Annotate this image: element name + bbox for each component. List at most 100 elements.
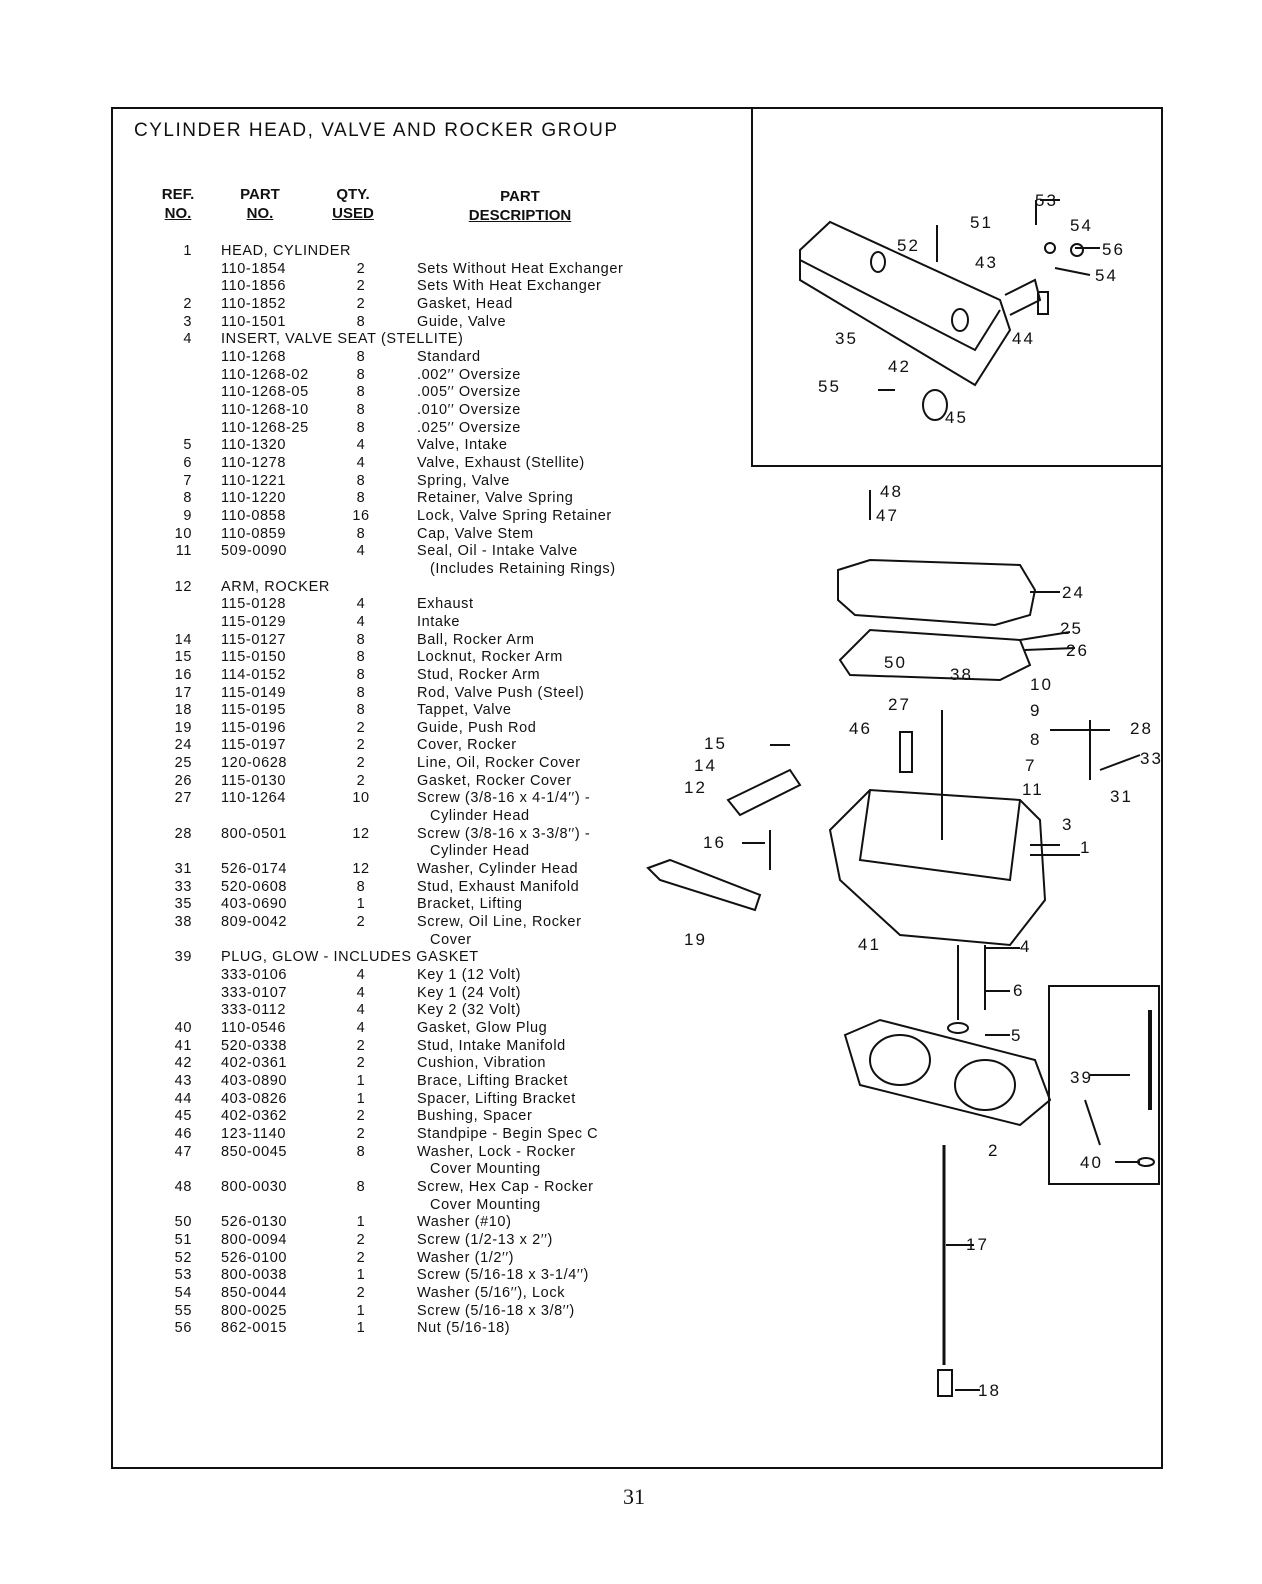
part-number: 509-0090 xyxy=(221,543,288,560)
tappet-shape xyxy=(937,1369,953,1397)
part-description: Retainer, Valve Spring xyxy=(417,490,574,507)
part-number: 110-1268-10 xyxy=(221,401,309,418)
part-number: 403-0690 xyxy=(221,896,288,913)
quantity: 4 xyxy=(356,1002,366,1019)
callout-39: 39 xyxy=(1070,1068,1093,1087)
group-heading: INSERT, VALVE SEAT (STELLITE) xyxy=(221,331,464,348)
group-heading: PLUG, GLOW - INCLUDES GASKET xyxy=(221,949,479,966)
part-number: 110-1856 xyxy=(221,278,287,295)
part-description: Cover xyxy=(430,931,472,948)
rocker-arm-shape xyxy=(726,768,802,817)
callout-51: 51 xyxy=(970,213,993,232)
callout-5: 5 xyxy=(1011,1026,1022,1045)
part-number: 110-1268-02 xyxy=(221,366,309,383)
quantity: 4 xyxy=(356,454,366,471)
part-description: .002′′ Oversize xyxy=(417,366,521,383)
quantity: 1 xyxy=(356,1090,366,1107)
quantity: 8 xyxy=(356,313,366,330)
part-description: Valve, Intake xyxy=(417,437,508,454)
part-number: 115-0130 xyxy=(221,772,287,789)
part-number: 110-1278 xyxy=(221,454,287,471)
callout-10: 10 xyxy=(1030,675,1053,694)
callout-56: 56 xyxy=(1102,240,1125,259)
part-description: Exhaust xyxy=(417,596,474,613)
quantity: 4 xyxy=(356,967,366,984)
quantity: 8 xyxy=(356,384,366,401)
part-number: 333-0106 xyxy=(221,967,288,984)
part-description: Valve, Exhaust (Stellite) xyxy=(417,454,585,471)
page-number: 31 xyxy=(623,1484,645,1509)
quantity: 1 xyxy=(356,896,366,913)
part-description: Stud, Rocker Arm xyxy=(417,666,541,683)
header-qty-line1: QTY. xyxy=(336,186,370,203)
callout-26: 26 xyxy=(1066,641,1089,660)
callout-52: 52 xyxy=(897,236,920,255)
part-number: 110-1268-25 xyxy=(221,419,309,436)
quantity: 2 xyxy=(356,772,366,789)
ref-number: 14 xyxy=(174,631,192,648)
ref-number: 44 xyxy=(174,1090,192,1107)
quantity: 2 xyxy=(356,295,366,312)
ref-number: 11 xyxy=(175,543,192,560)
part-description: Brace, Lifting Bracket xyxy=(417,1073,569,1090)
part-description: Lock, Valve Spring Retainer xyxy=(417,507,612,524)
ref-number: 52 xyxy=(174,1249,192,1266)
part-number: 862-0015 xyxy=(221,1320,288,1337)
quantity: 8 xyxy=(356,1178,366,1195)
standpipe-shape xyxy=(899,731,913,773)
part-description: Screw (3/8-16 x 4-1/4′′) - xyxy=(417,790,591,807)
part-number: 850-0044 xyxy=(221,1284,288,1301)
part-description: Intake xyxy=(417,613,461,630)
ref-number: 42 xyxy=(174,1055,192,1072)
part-description: .025′′ Oversize xyxy=(417,419,521,436)
quantity: 2 xyxy=(356,1126,366,1142)
part-description: Standpipe - Begin Spec C xyxy=(417,1126,599,1142)
callout-45: 45 xyxy=(945,408,968,427)
diagram-callouts: 53 54 56 54 51 52 43 35 44 42 55 45 48 4… xyxy=(684,191,1161,1400)
header-ref-line1: REF. xyxy=(161,186,195,203)
quantity: 4 xyxy=(356,596,366,613)
ref-number: 40 xyxy=(174,1020,192,1037)
ref-number: 56 xyxy=(174,1320,192,1337)
glow-plug-inset-border xyxy=(1048,985,1160,1185)
part-description: Screw (5/16-18 x 3/8′′) xyxy=(417,1302,575,1319)
ref-number: 51 xyxy=(174,1231,192,1248)
quantity: 2 xyxy=(356,737,366,754)
part-number: 520-0608 xyxy=(221,878,288,895)
part-number: 110-1854 xyxy=(221,260,287,277)
ref-number: 12 xyxy=(174,578,192,595)
part-description: Washer, Cylinder Head xyxy=(417,861,579,878)
part-description: Key 2 (32 Volt) xyxy=(417,1002,522,1019)
part-number: 110-1501 xyxy=(221,313,287,330)
quantity: 2 xyxy=(356,755,366,772)
ref-number: 17 xyxy=(174,684,192,701)
part-number: 110-0546 xyxy=(221,1020,287,1037)
group-heading: HEAD, CYLINDER xyxy=(221,243,352,259)
part-number: 123-1140 xyxy=(221,1126,287,1142)
part-description: Cylinder Head xyxy=(430,808,530,825)
ref-number: 1 xyxy=(183,243,192,259)
part-description: (Includes Retaining Rings) xyxy=(430,560,616,577)
lifting-bracket-shape xyxy=(799,220,1012,387)
callout-16: 16 xyxy=(703,833,726,852)
ref-number: 45 xyxy=(174,1108,192,1125)
part-description: Locknut, Rocker Arm xyxy=(417,649,563,666)
quantity: 2 xyxy=(356,914,366,931)
quantity: 8 xyxy=(356,472,366,489)
ref-number: 18 xyxy=(174,702,192,719)
header-part: PART NO. xyxy=(225,185,295,223)
part-number: 120-0628 xyxy=(221,755,288,772)
quantity: 8 xyxy=(356,401,366,418)
part-description: Washer (#10) xyxy=(417,1214,512,1231)
ref-number: 26 xyxy=(174,772,192,789)
header-desc-line1: PART xyxy=(500,188,540,205)
part-description: Bracket, Lifting xyxy=(417,896,523,913)
quantity: 1 xyxy=(356,1214,366,1231)
ref-number: 48 xyxy=(174,1178,192,1195)
ref-number: 43 xyxy=(174,1073,192,1090)
header-ref: REF. NO. xyxy=(148,185,208,223)
part-description: Screw (3/8-16 x 3-3/8′′) - xyxy=(417,825,591,842)
ref-number: 5 xyxy=(183,437,192,454)
part-number: 110-1221 xyxy=(221,472,287,489)
